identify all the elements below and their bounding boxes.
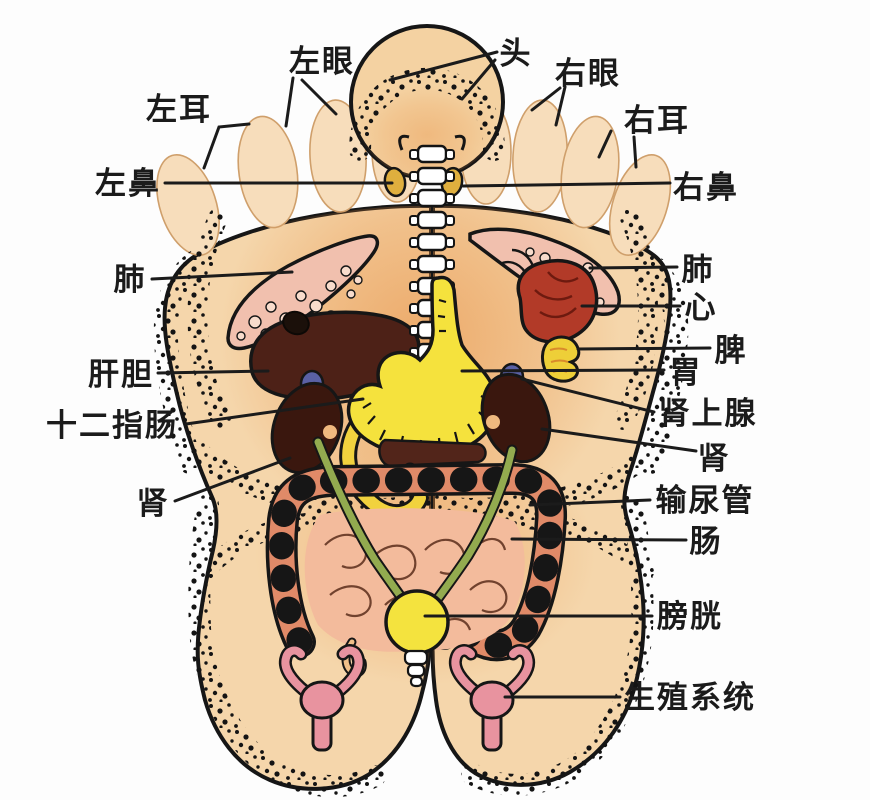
label-reproductive-system: 生殖系统	[624, 680, 756, 715]
pancreas-shape	[378, 438, 487, 468]
label-left-eye: 左眼	[289, 44, 355, 79]
label-liver-gallbladder: 肝胆	[88, 357, 154, 392]
leader-lines	[150, 50, 712, 699]
label-heart: 心	[685, 290, 718, 325]
label-left-ear: 左耳	[146, 92, 212, 127]
label-right-ear: 右耳	[624, 103, 690, 138]
label-adrenal-gland: 肾上腺	[659, 396, 758, 431]
gallbladder-shape	[282, 310, 310, 336]
spleen-shape	[541, 335, 581, 383]
labels: 左眼 头 右眼 左耳 右耳 左鼻 右鼻 肺 肺 心 脾 胃 肝胆 十二指肠 肾上…	[46, 36, 758, 715]
coccyx-shape	[403, 649, 429, 688]
right-kidney-shape	[480, 372, 552, 464]
toe	[512, 99, 568, 213]
label-ureter: 输尿管	[656, 483, 755, 518]
reproductive-left-shape	[278, 644, 366, 752]
label-spleen: 脾	[715, 333, 748, 368]
label-lung-left: 肺	[114, 262, 147, 297]
bladder-shape	[384, 589, 450, 655]
label-stomach: 胃	[670, 355, 703, 390]
label-right-nose: 右鼻	[673, 170, 739, 205]
heart-shape	[499, 248, 599, 344]
label-duodenum: 十二指肠	[46, 408, 178, 443]
label-kidney-left: 肾	[137, 486, 170, 521]
label-head: 头	[500, 36, 533, 71]
label-lung-right: 肺	[682, 252, 715, 287]
spine-shape	[398, 134, 466, 428]
label-kidney-right: 肾	[698, 441, 731, 476]
label-left-nose: 左鼻	[95, 166, 161, 201]
toe	[237, 115, 299, 229]
reproductive-right-shape	[448, 644, 536, 752]
label-right-eye: 右眼	[555, 56, 621, 91]
ureter-shapes	[312, 436, 518, 618]
label-intestine: 肠	[690, 524, 723, 559]
label-bladder: 膀胱	[657, 599, 723, 634]
